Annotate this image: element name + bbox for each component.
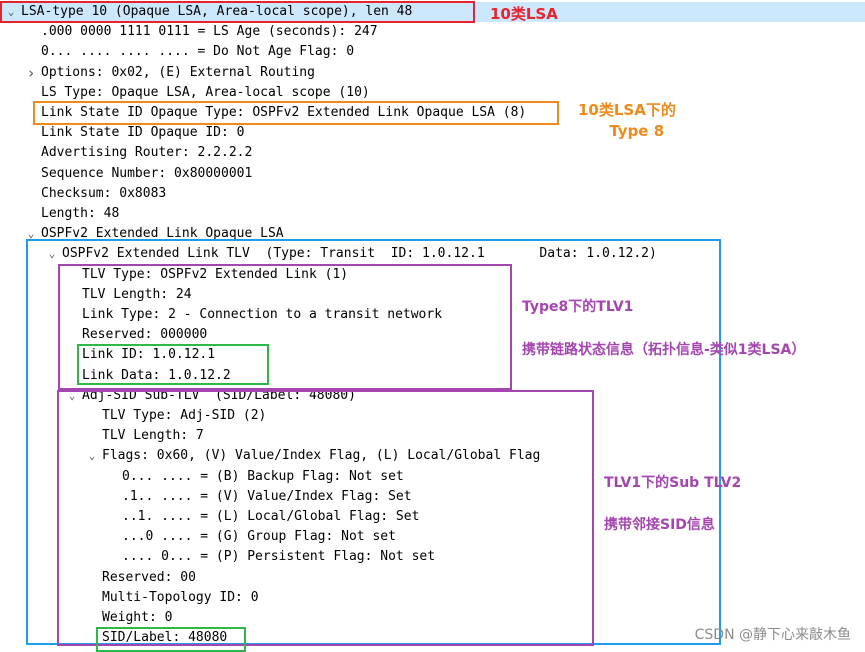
tree-row[interactable]: TLV Type: Adj-SID (2) (0, 406, 865, 426)
tree-row-label: TLV Length: 7 (102, 428, 204, 444)
tree-row[interactable]: .000 0000 1111 0111 = LS Age (seconds): … (0, 22, 865, 42)
tree-row[interactable]: LS Type: Opaque LSA, Area-local scope (1… (0, 83, 865, 103)
chevron-down-icon[interactable]: ⌄ (68, 388, 76, 402)
tree-row-label: LSA-type 10 (Opaque LSA, Area-local scop… (21, 4, 413, 19)
chevron-down-icon[interactable]: ⌄ (48, 247, 56, 261)
tree-row-label: Multi-Topology ID: 0 (102, 589, 259, 605)
tree-row[interactable]: 0... .... .... .... = Do Not Age Flag: 0 (0, 42, 865, 62)
tree-row[interactable]: Link Type: 2 - Connection to a transit n… (0, 305, 865, 325)
tree-row[interactable]: TLV Length: 7 (0, 426, 865, 446)
tree-row-label: Link State ID Opaque ID: 0 (41, 125, 245, 141)
tree-row-label: OSPFv2 Extended Link TLV (Type: Transit … (62, 246, 657, 262)
tree-row-label: Sequence Number: 0x80000001 (41, 165, 253, 181)
tree-row[interactable]: Reserved: 000000 (0, 325, 865, 345)
tree-row[interactable]: .... 0... = (P) Persistent Flag: Not set (0, 547, 865, 567)
tree-row[interactable]: ⌄ OSPFv2 Extended Link Opaque LSA (0, 224, 865, 244)
tree-row[interactable]: Length: 48 (0, 204, 865, 224)
tree-row-label: Link ID: 1.0.12.1 (82, 347, 216, 363)
tree-row[interactable]: Sequence Number: 0x80000001 (0, 164, 865, 184)
tree-row-label: Checksum: 0x8083 (41, 185, 167, 201)
watermark: CSDN @静下心来敲木鱼 (694, 627, 851, 643)
tree-row[interactable]: Weight: 0 (0, 608, 865, 628)
tree-row-label: Link State ID Opaque Type: OSPFv2 Extend… (41, 105, 527, 120)
tree-row[interactable]: ⌄ Flags: 0x60, (V) Value/Index Flag, (L) … (0, 446, 865, 466)
tree-row-label: Options: 0x02, (E) External Routing (41, 64, 315, 80)
tree-row-label: TLV Type: OSPFv2 Extended Link (1) (82, 266, 349, 282)
tree-row[interactable]: ⌄ Adj-SID Sub-TLV (SID/Label: 48080) (0, 386, 865, 406)
chevron-down-icon[interactable]: ⌄ (88, 449, 96, 463)
tree-row-label: Link Type: 2 - Connection to a transit n… (82, 307, 443, 322)
annotation-link-state-info: 携带链路状态信息（拓扑信息-类似1类LSA） (522, 342, 806, 358)
annotation-adj-sid-info: 携带邻接SID信息 (604, 517, 715, 533)
annotation-tlv1: Type8下的TLV1 (522, 299, 634, 315)
tree-row-label: LS Type: Opaque LSA, Area-local scope (1… (41, 84, 370, 100)
chevron-right-icon[interactable]: › (26, 63, 36, 82)
tree-row-label: ..1. .... = (L) Local/Global Flag: Set (122, 509, 420, 524)
tree-row-label: 0... .... .... .... = Do Not Age Flag: 0 (41, 44, 355, 60)
tree-row[interactable]: Link State ID Opaque ID: 0 (0, 123, 865, 143)
tree-row[interactable]: Multi-Topology ID: 0 (0, 588, 865, 608)
annotation-type8: 10类LSA下的 Type 8 (578, 101, 676, 140)
tree-row[interactable]: TLV Type: OSPFv2 Extended Link (1) (0, 265, 865, 285)
tree-row-label: SID/Label: 48080 (102, 630, 228, 646)
tree-row[interactable]: Link Data: 1.0.12.2 (0, 366, 865, 386)
tree-row[interactable]: ⌄ OSPFv2 Extended Link TLV (Type: Transit… (0, 244, 865, 264)
tree-row-label: .000 0000 1111 0111 = LS Age (seconds): … (41, 24, 378, 40)
tree-row-label: TLV Type: Adj-SID (2) (102, 408, 267, 423)
annotation-type10-lsa: 10类LSA (490, 5, 558, 23)
tree-row[interactable]: Link State ID Opaque Type: OSPFv2 Extend… (0, 103, 865, 123)
tree-row-label: ...0 .... = (G) Group Flag: Not set (122, 529, 396, 545)
tree-row-label: Adj-SID Sub-TLV (SID/Label: 48080) (82, 387, 356, 403)
tree-row-label: Reserved: 000000 (82, 327, 208, 343)
tree-row-label: Link Data: 1.0.12.2 (82, 367, 231, 383)
tree-row-label: Advertising Router: 2.2.2.2 (41, 145, 253, 161)
tree-row-label: .... 0... = (P) Persistent Flag: Not set (122, 549, 436, 565)
tree-row-label: Reserved: 00 (102, 569, 196, 585)
tree-row[interactable]: 0... .... = (B) Backup Flag: Not set (0, 467, 865, 487)
tree-row[interactable]: Checksum: 0x8083 (0, 184, 865, 204)
tree-row[interactable]: › Options: 0x02, (E) External Routing (0, 63, 865, 83)
tree-row-label: TLV Length: 24 (82, 286, 192, 302)
annotation-sub-tlv2: TLV1下的Sub TLV2 (604, 475, 742, 491)
tree-row-label: OSPFv2 Extended Link Opaque LSA (41, 226, 284, 242)
tree-row-label: Weight: 0 (102, 610, 173, 625)
tree-row[interactable]: TLV Length: 24 (0, 285, 865, 305)
tree-row[interactable]: Advertising Router: 2.2.2.2 (0, 143, 865, 163)
tree-row[interactable]: ..1. .... = (L) Local/Global Flag: Set (0, 507, 865, 527)
tree-row-label: .1.. .... = (V) Value/Index Flag: Set (122, 488, 412, 504)
tree-row[interactable]: ⌄ LSA-type 10 (Opaque LSA, Area-local sco… (0, 2, 865, 22)
chevron-down-icon[interactable]: ⌄ (27, 227, 35, 241)
tree-row[interactable]: Reserved: 00 (0, 568, 865, 588)
tree-row[interactable]: SID/Label: 48080 (0, 628, 865, 648)
chevron-down-icon[interactable]: ⌄ (7, 5, 15, 18)
tree-row-label: 0... .... = (B) Backup Flag: Not set (122, 468, 404, 484)
tree-row[interactable]: Link ID: 1.0.12.1 (0, 345, 865, 365)
tree-row[interactable]: .1.. .... = (V) Value/Index Flag: Set (0, 487, 865, 507)
tree-row-label: Length: 48 (41, 206, 120, 221)
tree-row[interactable]: ...0 .... = (G) Group Flag: Not set (0, 527, 865, 547)
tree-row-label: Flags: 0x60, (V) Value/Index Flag, (L) L… (102, 448, 541, 464)
